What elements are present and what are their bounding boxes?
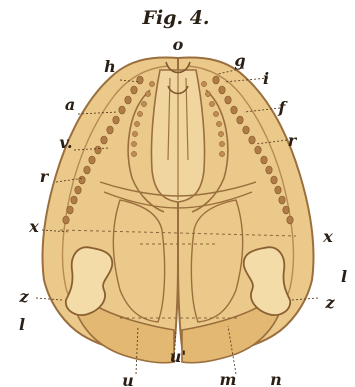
figure-title: Fig. 4. <box>141 7 209 29</box>
label-z-right: z <box>324 293 335 312</box>
label-g: g <box>234 51 245 70</box>
organism-body <box>36 58 318 374</box>
label-l-right: l <box>341 267 347 286</box>
label-i: i <box>263 69 269 88</box>
label-r-left: r <box>40 167 50 186</box>
label-o: o <box>173 35 184 54</box>
label-h: h <box>104 57 116 76</box>
label-x-right: x <box>322 227 333 246</box>
label-x-left: x <box>28 217 39 236</box>
label-u: u <box>122 371 134 387</box>
label-u-prime: u' <box>170 347 187 366</box>
label-f: f <box>278 98 289 117</box>
label-z-left: z <box>18 287 29 306</box>
label-n: n <box>270 370 282 387</box>
label-r-right: r <box>288 131 298 150</box>
label-a: a <box>65 95 75 114</box>
label-l-left: l <box>19 315 25 334</box>
label-m: m <box>220 370 237 387</box>
label-v: v. <box>59 133 72 152</box>
